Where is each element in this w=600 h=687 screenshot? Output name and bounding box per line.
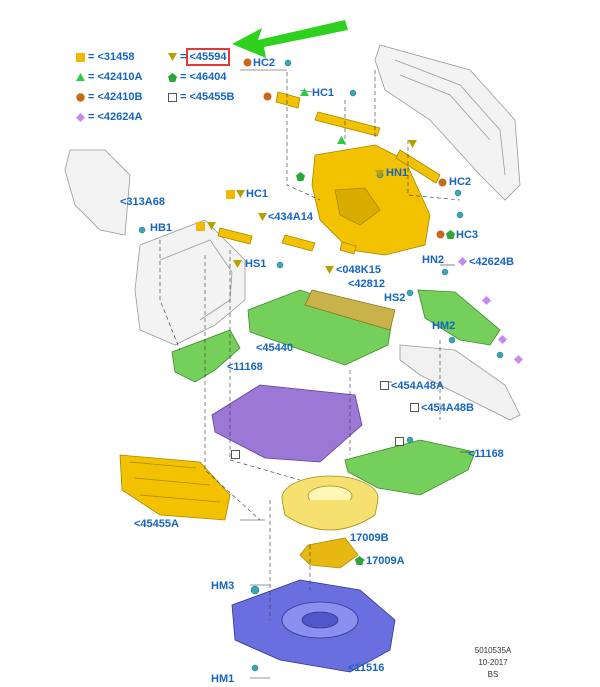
callout-hn1[interactable]: HN1 <box>386 167 409 179</box>
legend-item-46404[interactable]: = <46404 <box>180 71 227 83</box>
callout-hc1-left[interactable]: HC1 <box>246 188 269 200</box>
tonneau-cover <box>304 289 396 331</box>
olive-triangle-down-icon <box>375 170 384 178</box>
purple-diamond-icon <box>458 257 467 266</box>
callout-hc2-right[interactable]: HC2 <box>449 176 472 188</box>
callout-454a48a[interactable]: <454A48A <box>391 380 444 392</box>
olive-triangle-down-icon <box>233 260 242 268</box>
outline-square-icon <box>231 450 240 459</box>
orange-circle-icon <box>436 230 445 239</box>
green-pentagon-icon <box>296 172 305 181</box>
olive-triangle-down-icon <box>207 222 216 230</box>
trim-strips <box>217 91 441 255</box>
callout-hn2[interactable]: HN2 <box>422 254 445 266</box>
callout-hc2-top[interactable]: HC2 <box>253 57 276 69</box>
green-pentagon-icon <box>168 73 177 82</box>
outline-square-icon <box>380 381 389 390</box>
rear-crossmember <box>399 344 521 421</box>
orange-circle-icon <box>263 92 272 101</box>
orange-circle-icon <box>438 178 447 187</box>
legend-item-42624a[interactable]: = <42624A <box>88 111 143 123</box>
legend-item-31458[interactable]: = <31458 <box>88 51 135 63</box>
callout-hc3[interactable]: HC3 <box>456 229 479 241</box>
outline-square-icon <box>168 93 177 102</box>
purple-diamond-icon <box>482 296 491 305</box>
footer-date: 10-2017 <box>478 658 508 667</box>
callout-hm2[interactable]: HM2 <box>432 320 456 332</box>
callout-hs2[interactable]: HS2 <box>384 292 406 304</box>
olive-triangle-down-icon <box>168 53 177 61</box>
outline-square-icon <box>410 403 419 412</box>
callout-45440[interactable]: <45440 <box>256 342 294 354</box>
callout-45455a[interactable]: <45455A <box>134 518 179 530</box>
callout-11168-left[interactable]: <11168 <box>227 361 263 373</box>
leader-lines <box>159 70 461 620</box>
callout-42624b[interactable]: <42624B <box>469 256 514 268</box>
olive-triangle-down-icon <box>236 190 245 198</box>
green-triangle-up-icon <box>300 88 309 96</box>
callout-hs1[interactable]: HS1 <box>245 258 267 270</box>
legend-item-42410b[interactable]: = <42410B <box>88 91 143 103</box>
spare-wheel-tub <box>281 475 379 569</box>
footer-code: BS <box>487 670 499 679</box>
legend-item-45455b[interactable]: = <45455B <box>180 91 235 103</box>
callout-11516[interactable]: <11516 <box>348 662 385 674</box>
callout-313a68[interactable]: <313A68 <box>120 196 165 208</box>
purple-diamond-icon <box>76 113 85 122</box>
outline-square-icon <box>395 437 404 446</box>
callout-17009a[interactable]: 17009A <box>366 555 405 567</box>
legend-item-45594[interactable]: = <45594 <box>180 48 230 66</box>
callout-11168-right[interactable]: <11168 <box>468 448 504 460</box>
orange-circle-icon <box>243 58 252 67</box>
yellow-square-icon <box>76 53 85 62</box>
callout-hm1[interactable]: HM1 <box>211 673 235 685</box>
yellow-square-icon <box>196 222 205 231</box>
quarter-trim-panel <box>311 144 431 256</box>
olive-triangle-down-icon <box>258 213 267 221</box>
callout-hc1-top[interactable]: HC1 <box>312 87 335 99</box>
legend-eq: = <box>180 51 190 63</box>
green-pentagon-icon <box>446 230 455 239</box>
purple-diamond-icon <box>498 335 507 344</box>
purple-diamond-icon <box>514 355 523 364</box>
fasteners <box>138 59 504 672</box>
callout-42812[interactable]: <42812 <box>348 278 386 290</box>
floor-board <box>211 384 363 463</box>
callout-hm3[interactable]: HM3 <box>211 580 235 592</box>
left-side-block <box>119 454 231 521</box>
floor-pan <box>231 579 396 673</box>
callout-17009b[interactable]: 17009B <box>350 532 389 544</box>
body-side-panel <box>374 44 521 201</box>
callout-hb1[interactable]: HB1 <box>150 222 173 234</box>
legend-item-42410a[interactable]: = <42410A <box>88 71 143 83</box>
green-triangle-up-icon <box>76 73 85 81</box>
green-arrow-icon <box>232 20 348 58</box>
yellow-square-icon <box>226 190 235 199</box>
orange-circle-icon <box>76 93 85 102</box>
legend-45594-highlighted[interactable]: <45594 <box>186 48 230 66</box>
body-side-left <box>64 149 246 346</box>
olive-triangle-down-icon <box>325 266 334 274</box>
callout-434a14[interactable]: <434A14 <box>268 211 313 223</box>
callout-454a48b[interactable]: <454A48B <box>421 402 474 414</box>
green-triangle-up-icon <box>337 136 346 144</box>
green-pentagon-icon <box>355 556 364 565</box>
footer-ref: 5010535A <box>474 646 512 655</box>
callout-048k15[interactable]: <048K15 <box>336 264 381 276</box>
olive-triangle-down-icon <box>408 140 417 148</box>
